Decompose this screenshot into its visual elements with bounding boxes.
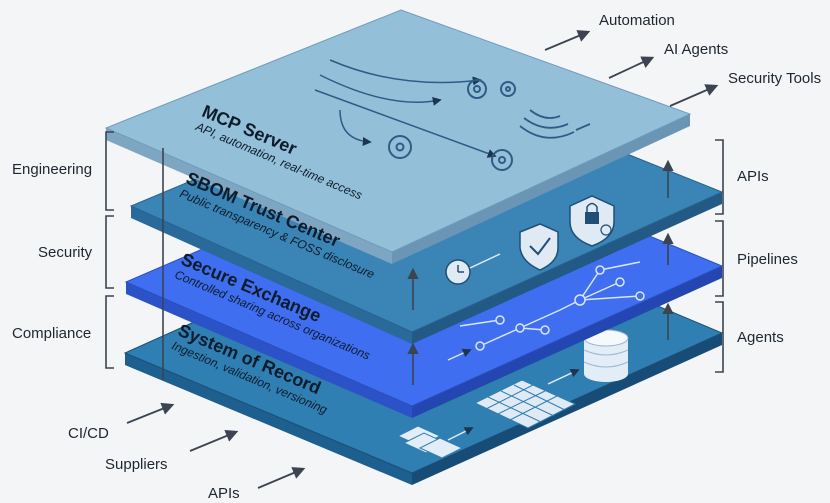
shield-lock-icon: [569, 195, 615, 247]
documents-icon: [396, 425, 464, 459]
left-label-security: Security: [38, 244, 93, 261]
right-label-pipelines: Pipelines: [737, 251, 798, 268]
input-arrow-cicd: [126, 402, 175, 424]
input-label-cicd: CI/CD: [68, 425, 109, 442]
output-label-security-tools: Security Tools: [728, 70, 822, 87]
clock-icon: [445, 259, 471, 285]
shield-check-icon: [519, 223, 559, 271]
layer-mcp-server: [104, 9, 692, 264]
output-label-automation: Automation: [599, 12, 675, 29]
input-arrow-suppliers: [189, 430, 239, 452]
left-label-engineering: Engineering: [12, 161, 93, 178]
data-flow-lines: [314, 59, 497, 158]
output-arrow-automation: [544, 30, 591, 51]
left-brackets: [105, 131, 114, 369]
output-arrow-security-tools: [669, 84, 719, 107]
right-label-apis: APIs: [737, 168, 769, 185]
right-label-agents: Agents: [737, 329, 784, 346]
database-icon: [583, 329, 629, 382]
signal-waves-icon: [519, 109, 591, 139]
output-label-ai-agents: AI Agents: [664, 41, 729, 58]
input-label-apis: APIs: [208, 485, 240, 502]
data-grid-icon: [473, 379, 577, 429]
right-brackets: [715, 139, 724, 373]
gear-icon: [388, 79, 516, 171]
input-label-suppliers: Suppliers: [105, 456, 168, 473]
output-arrow-ai-agents: [608, 56, 655, 79]
input-arrow-apis: [257, 467, 306, 489]
left-label-compliance: Compliance: [12, 325, 92, 342]
network-nodes: [475, 265, 645, 351]
stack-vertical-arrows: [162, 148, 674, 385]
